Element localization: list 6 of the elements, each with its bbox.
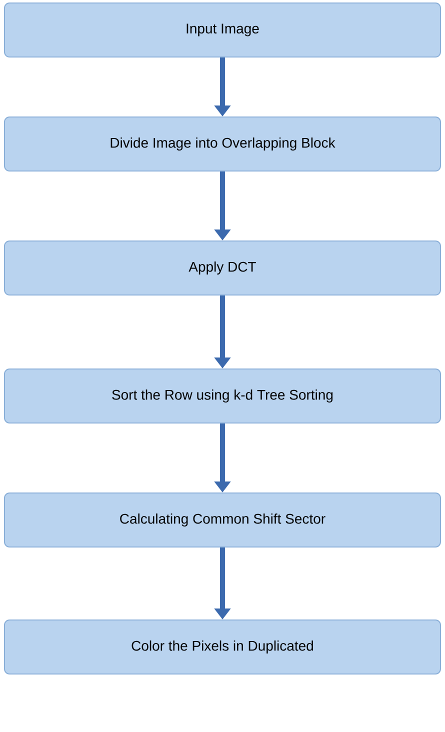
process-box: Sort the Row using k-d Tree Sorting — [4, 368, 441, 424]
process-box: Apply DCT — [4, 240, 441, 296]
process-box: Divide Image into Overlapping Block — [4, 116, 441, 172]
process-box: Input Image — [4, 2, 441, 58]
process-box: Color the Pixels in Duplicated — [4, 620, 441, 674]
process-box: Calculating Common Shift Sector — [4, 492, 441, 548]
